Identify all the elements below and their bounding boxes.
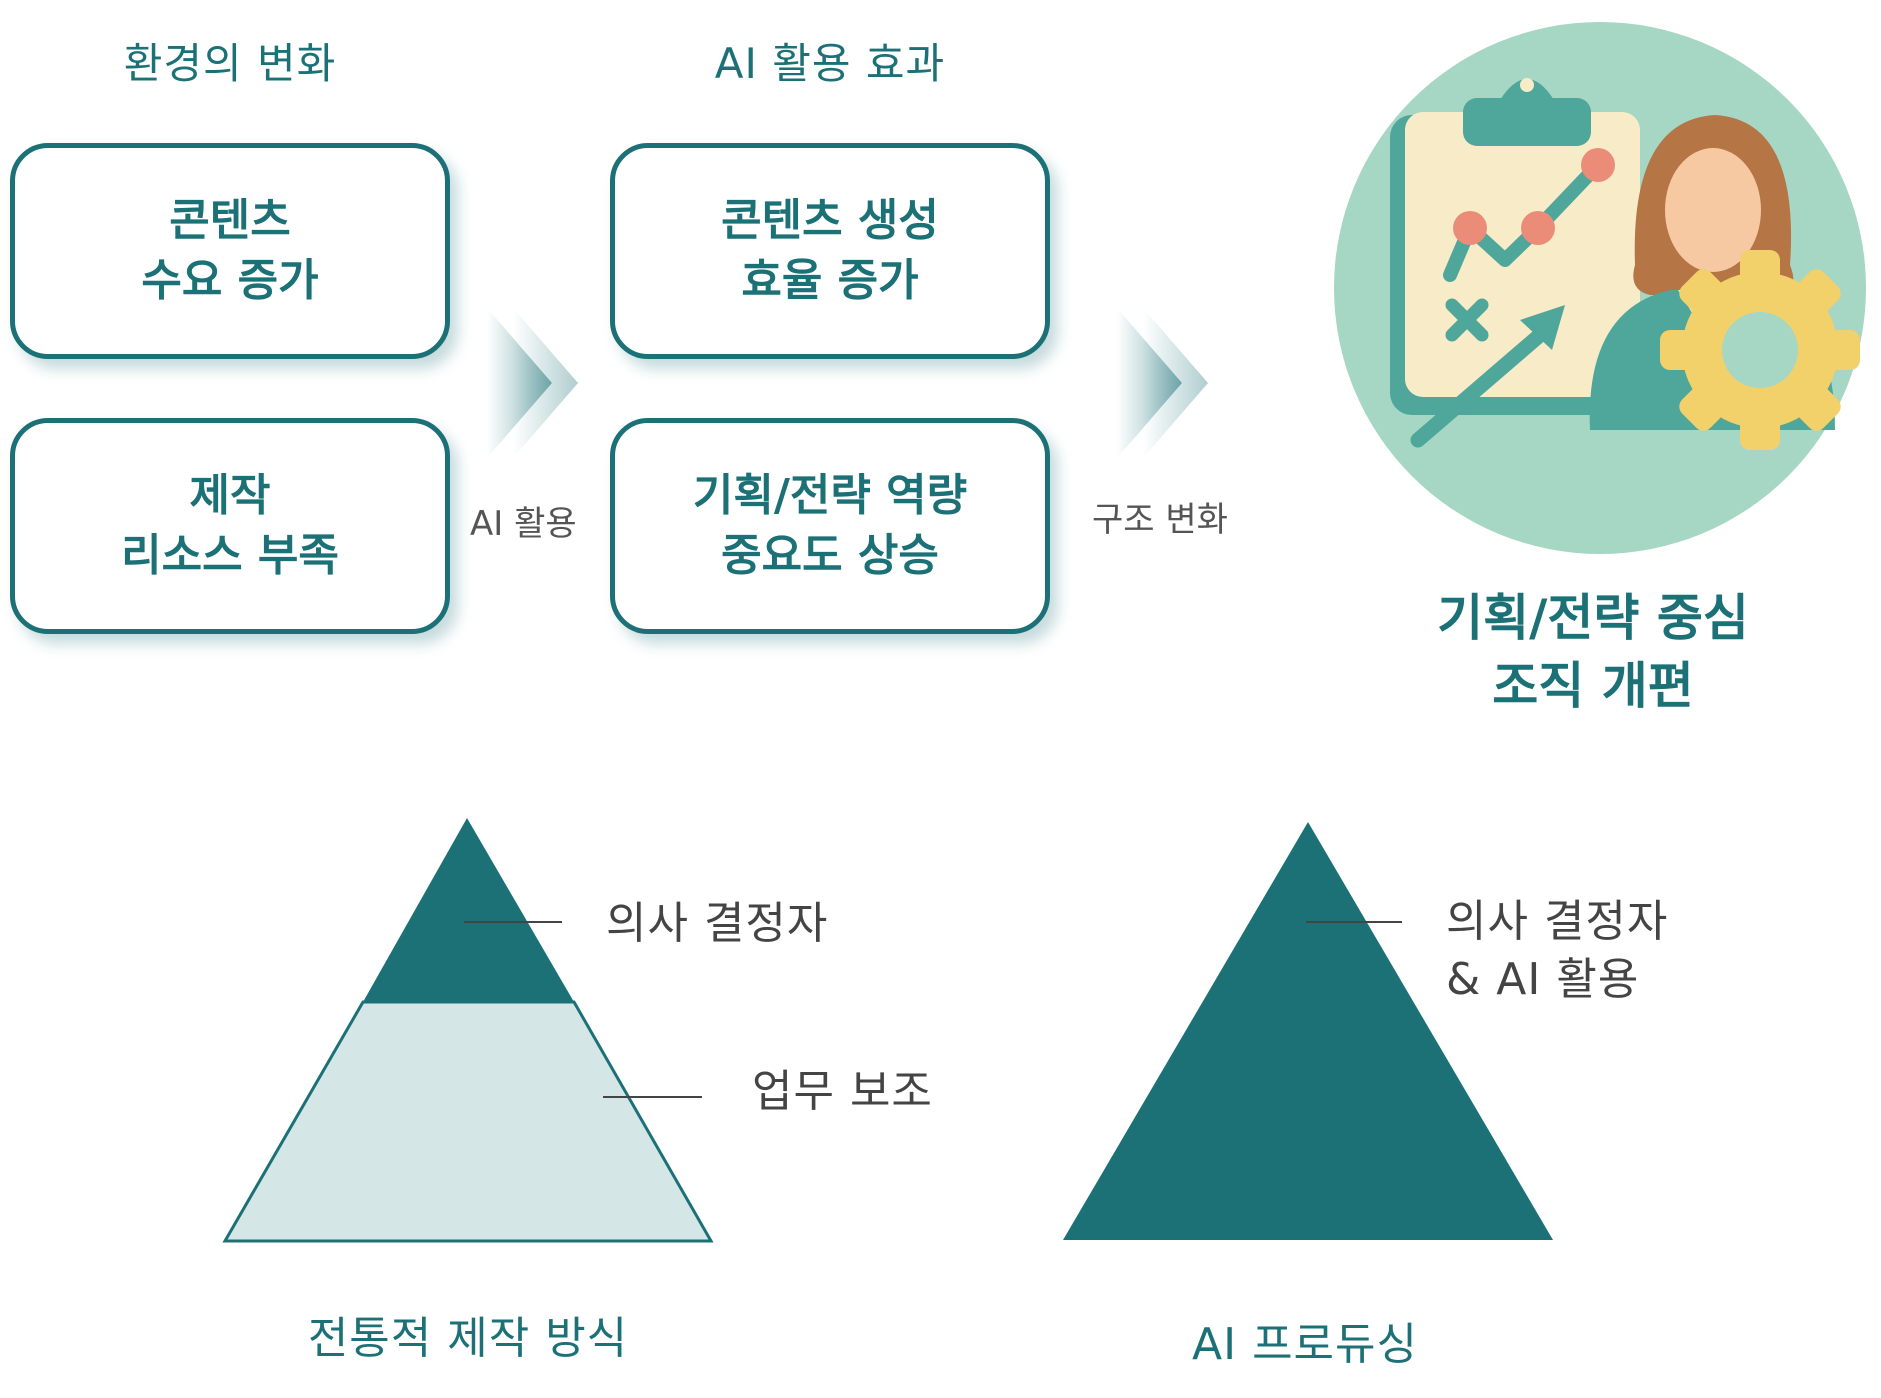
box-planning-strategy-importance: 기획/전략 역량 중요도 상승 <box>610 418 1050 634</box>
result-caption: 기획/전략 중심 조직 개편 <box>1393 584 1793 720</box>
result-caption-line: 조직 개편 <box>1492 657 1694 715</box>
pyramid-layer-decision-makers <box>363 818 574 1002</box>
box-line: 기획/전략 역량 <box>692 470 968 521</box>
column-title-ai-effect: AI 활용 효과 <box>714 39 946 88</box>
pyramid-layer-assistants <box>222 1000 714 1243</box>
double-chevron-right-icon <box>1117 308 1208 458</box>
arrow-label-structure-change: 구조 변화 <box>1092 500 1228 540</box>
box-line: 수요 증가 <box>141 255 319 306</box>
pyramid-label-work-assistant: 업무 보조 <box>752 1066 933 1117</box>
double-chevron-right-icon <box>487 308 578 458</box>
box-line: 중요도 상승 <box>721 530 939 581</box>
box-line: 콘텐츠 생성 <box>721 195 939 246</box>
pyramid-ai-producing <box>1063 822 1553 1240</box>
pyramid-label-decision-maker-ai: 의사 결정자 & AI 활용 <box>1446 893 1668 1009</box>
box-line: 효율 증가 <box>741 255 919 306</box>
box-line: 리소스 부족 <box>121 530 339 581</box>
result-caption-line: 기획/전략 중심 <box>1437 589 1749 647</box>
pyramid-caption-traditional: 전통적 제작 방식 <box>307 1313 629 1364</box>
box-line: 콘텐츠 <box>169 195 291 246</box>
pyramid-traditional-production <box>222 818 714 1243</box>
pyramid-layer-decision-maker-ai <box>1063 822 1553 1240</box>
column-title-environment-change: 환경의 변화 <box>123 39 337 88</box>
pyramid-caption-ai-producing: AI 프로듀싱 <box>1192 1319 1418 1370</box>
box-production-resource-shortage: 제작 리소스 부족 <box>10 418 450 634</box>
pyramid-label-line: 의사 결정자 <box>1446 896 1669 947</box>
pyramid-label-decision-maker: 의사 결정자 <box>606 898 829 949</box>
planner-woman-clipboard-gear-illustration <box>1334 22 1866 554</box>
box-content-generation-efficiency: 콘텐츠 생성 효율 증가 <box>610 143 1050 359</box>
box-line: 제작 <box>189 470 271 521</box>
box-content-demand-increase: 콘텐츠 수요 증가 <box>10 143 450 359</box>
pyramid-label-line: & AI 활용 <box>1446 954 1640 1005</box>
arrow-label-ai-use: AI 활용 <box>470 504 577 544</box>
